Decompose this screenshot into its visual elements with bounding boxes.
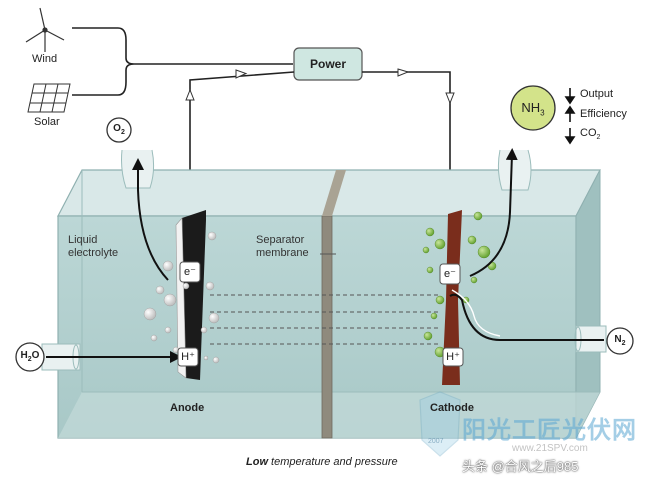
wire-arrow [397,68,410,77]
wire-arrow [235,69,248,79]
electron-label-cathode: e⁻ [444,268,456,280]
power-label: Power [309,57,346,71]
nh3-pipe [497,149,532,191]
o2-label: O2 [113,123,125,136]
proton-paths [210,294,440,345]
anode-label: Anode [170,402,205,414]
solar-panel-icon [27,83,71,113]
h2o-label: H2O [20,350,40,363]
proton-badge-cathode [442,347,464,367]
watermark-brand: 阳光工匠光伏网 [462,417,637,444]
caption: Low temperature and pressure [246,456,398,468]
n2-flow-line-2 [451,289,501,337]
watermark-handle: 头条 @合风之后985 [462,459,579,474]
anode-electrode [182,210,206,380]
proton-label-cathode: H⁺ [446,351,460,363]
n2-label: N2 [614,334,626,347]
electron-label-anode: e⁻ [184,266,196,278]
metric-output: Output [580,88,614,100]
watermark-url: www.21SPV.com [512,443,588,454]
nh3-flow-line [469,148,518,277]
cathode-bubbles [422,211,497,358]
wire-arrow [445,92,455,105]
proton-badge-anode [177,347,199,367]
n2-badge [606,327,634,355]
o2-flow-line [132,158,169,281]
source-connector [72,27,293,96]
watermark-shield-icon [419,391,461,457]
o2-badge [106,117,132,143]
metric-efficiency: Efficiency [580,108,627,120]
separator-membrane [321,215,333,439]
separator-top [322,170,346,216]
metric-arrows [564,88,576,145]
watermark-year: 2007 [428,438,444,445]
wind-turbine-icon [25,7,65,52]
nh3-label: NH3 [521,100,545,118]
nh3-badge [510,85,556,131]
metric-co2: CO2 [580,127,601,142]
cathode-label: Cathode [430,402,474,414]
liquid-electrolyte-label: Liquid electrolyte [68,234,119,259]
h2o-badge [15,342,45,372]
wind-label: Wind [32,53,58,65]
proton-label-anode: H⁺ [181,351,195,363]
electron-badge-cathode [439,263,461,285]
electron-badge-anode [179,261,201,283]
power-box [293,47,363,81]
wire-arrow [185,88,195,101]
solar-label: Solar [34,116,60,128]
cathode-electrode [442,210,462,385]
separator-membrane-label: Separator membrane [256,234,309,259]
n2-flow-line [449,293,604,341]
anode-bubbles [143,231,220,364]
